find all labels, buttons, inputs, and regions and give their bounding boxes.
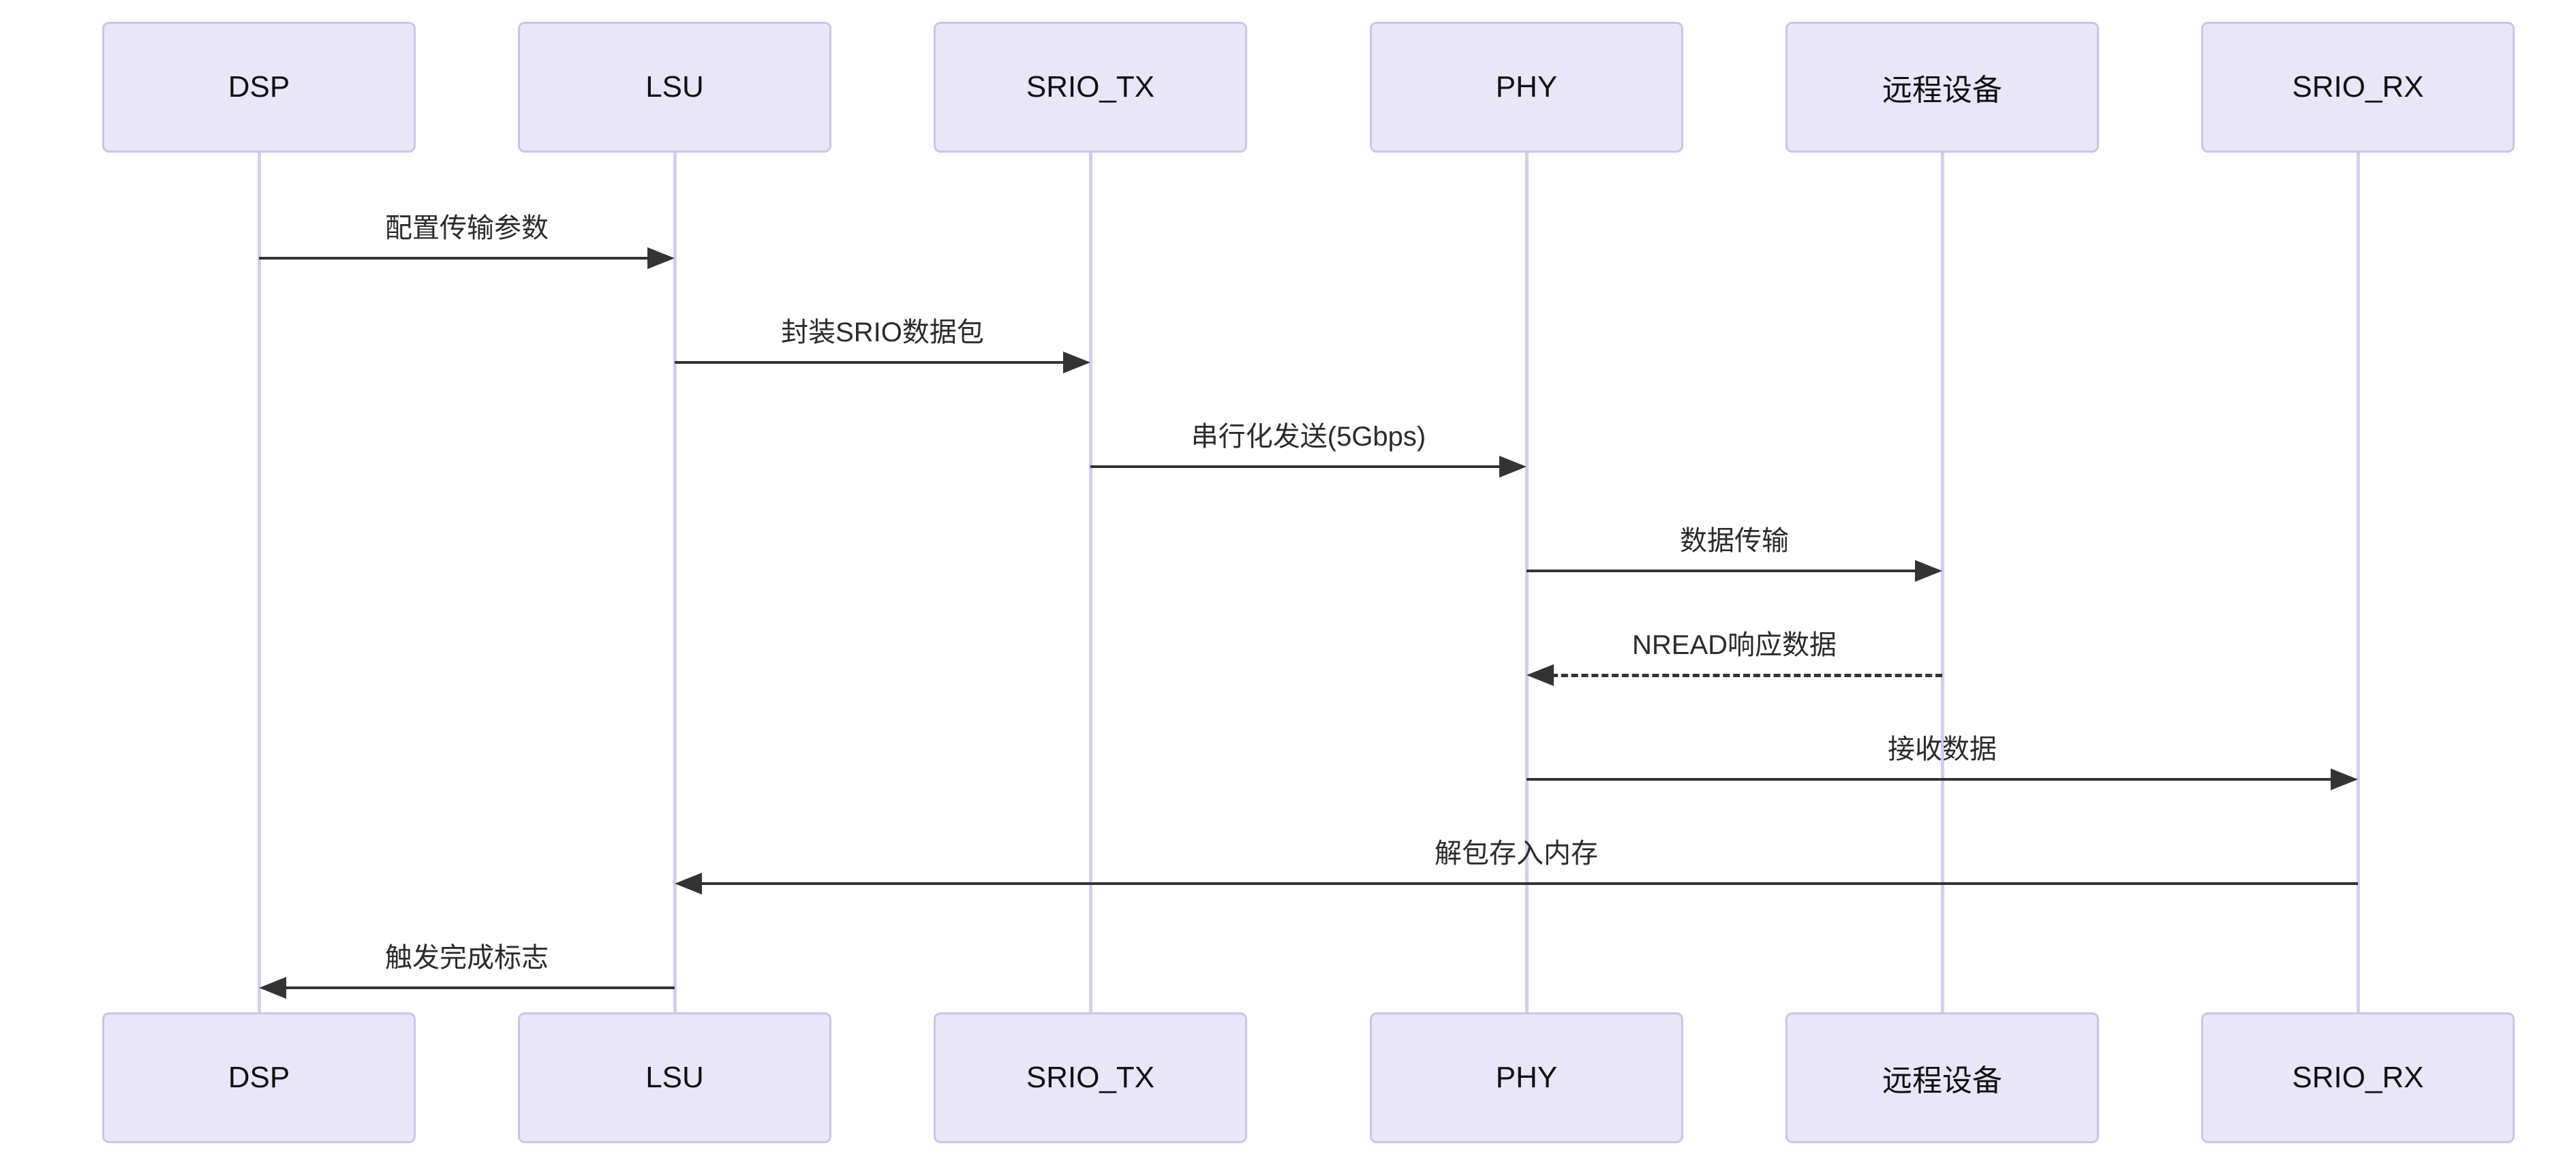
- actor-bottom-srio-rx: SRIO_RX: [2201, 1012, 2515, 1143]
- arrowhead-left-icon: [259, 977, 286, 999]
- message-label: 配置传输参数: [385, 213, 549, 243]
- actor-top-srio-rx: SRIO_RX: [2201, 22, 2515, 153]
- actor-label: PHY: [1495, 1061, 1558, 1094]
- actor-label: LSU: [645, 1061, 704, 1094]
- actor-bottom-srio-tx: SRIO_TX: [934, 1012, 1247, 1143]
- lifeline-srio-rx: [2357, 153, 2360, 1012]
- arrowhead-left-icon: [1527, 664, 1554, 686]
- message-line: [259, 257, 650, 260]
- actor-bottom-dsp: DSP: [102, 1012, 416, 1143]
- message-label: 数据传输: [1680, 526, 1789, 556]
- lifeline-lsu: [673, 153, 677, 1012]
- actor-top-phy: PHY: [1370, 22, 1683, 153]
- actor-bottom-remote: 远程设备: [1785, 1012, 2099, 1143]
- actor-label: SRIO_RX: [2292, 70, 2424, 104]
- actor-label: 远程设备: [1882, 74, 2002, 107]
- message-label: 接收数据: [1888, 734, 1997, 764]
- actor-label: SRIO_RX: [2292, 1061, 2424, 1094]
- arrowhead-right-icon: [1063, 352, 1090, 373]
- lifeline-phy: [1525, 153, 1529, 1012]
- lifeline-dsp: [258, 153, 261, 1012]
- arrowhead-right-icon: [1499, 456, 1527, 478]
- message-label: 串行化发送(5Gbps): [1191, 422, 1426, 452]
- message-line: [283, 986, 675, 989]
- message-label: 封装SRIO数据包: [781, 317, 984, 347]
- actor-label: LSU: [645, 70, 704, 104]
- message-line: [1090, 465, 1502, 468]
- arrowhead-right-icon: [2331, 768, 2358, 790]
- actor-top-lsu: LSU: [518, 22, 831, 153]
- arrowhead-right-icon: [1915, 560, 1942, 582]
- actor-top-dsp: DSP: [102, 22, 416, 153]
- arrowhead-left-icon: [675, 873, 702, 894]
- actor-bottom-lsu: LSU: [518, 1012, 831, 1143]
- lifeline-remote: [1941, 153, 1944, 1012]
- actor-bottom-phy: PHY: [1370, 1012, 1683, 1143]
- message-line: [699, 882, 2358, 885]
- arrowhead-right-icon: [647, 247, 675, 269]
- actor-label: DSP: [228, 1061, 290, 1094]
- message-label: 触发完成标志: [385, 943, 549, 973]
- message-label: 解包存入内存: [1435, 839, 1598, 869]
- message-line-dashed: [1551, 674, 1942, 677]
- actor-label: DSP: [228, 70, 290, 104]
- actor-top-srio-tx: SRIO_TX: [934, 22, 1247, 153]
- actor-label: SRIO_TX: [1026, 1061, 1155, 1094]
- lifeline-srio-tx: [1089, 153, 1092, 1012]
- actor-label: PHY: [1495, 70, 1558, 104]
- message-label: NREAD响应数据: [1631, 630, 1837, 660]
- message-line: [1527, 778, 2333, 781]
- message-line: [1527, 570, 1918, 572]
- actor-label: 远程设备: [1882, 1064, 2002, 1098]
- message-line: [675, 361, 1066, 364]
- actor-top-remote: 远程设备: [1785, 22, 2099, 153]
- actor-label: SRIO_TX: [1026, 70, 1155, 104]
